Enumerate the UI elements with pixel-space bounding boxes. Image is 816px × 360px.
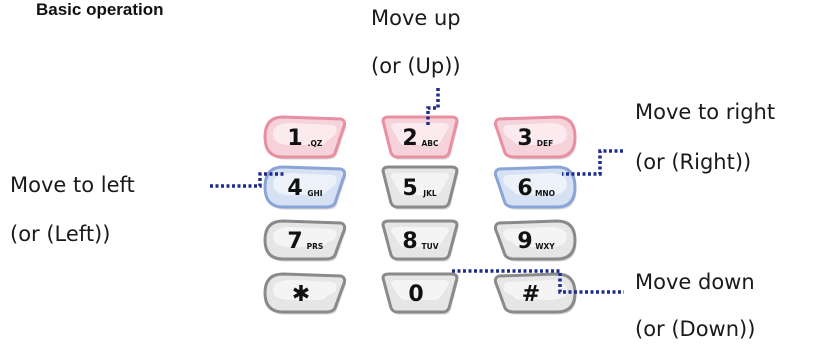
- key-letters-label: JKL: [422, 189, 437, 198]
- key-highlight: [273, 123, 337, 145]
- key-highlight: [503, 173, 567, 195]
- key-1: 1 .QZ: [263, 115, 347, 160]
- right-leader-line: [562, 149, 623, 176]
- down-leader-line: [452, 269, 624, 294]
- move-down-label: Move down: [635, 270, 755, 294]
- move-right-label: Move to right: [635, 100, 776, 124]
- key-main-label: 3: [517, 126, 532, 151]
- key-main-label: 2: [402, 126, 417, 151]
- key-main-label: #: [522, 282, 540, 307]
- key-0: 0: [381, 272, 459, 315]
- key-main-label: ✱: [292, 282, 310, 307]
- key-highlight: [503, 123, 567, 145]
- move-up-key-label: (or (Up)): [371, 54, 461, 78]
- key-main-label: 7: [287, 229, 302, 254]
- key-letters-label: GHI: [307, 189, 322, 198]
- key-main-label: 9: [517, 229, 532, 254]
- key-main-label: 1: [287, 126, 302, 151]
- move-right-key-label: (or (Right)): [635, 150, 752, 174]
- key-star: ✱: [263, 272, 347, 315]
- key-highlight: [273, 173, 337, 195]
- key-letters-label: TUV: [421, 242, 438, 251]
- left-leader-line: [210, 172, 284, 188]
- key-main-label: 0: [408, 282, 423, 307]
- move-down-key-label: (or (Down)): [635, 317, 756, 341]
- diagram-title: Basic operation: [36, 0, 164, 19]
- key-main-label: 4: [287, 176, 302, 201]
- key-highlight: [273, 227, 337, 247]
- move-up-label: Move up: [371, 6, 461, 30]
- key-main-label: 6: [517, 176, 532, 201]
- key-highlight: [391, 123, 449, 145]
- key-main-label: 5: [402, 176, 417, 201]
- move-left-key-label: (or (Left)): [10, 222, 111, 246]
- key-letters-label: DEF: [537, 139, 553, 148]
- key-letters-label: PRS: [307, 242, 324, 251]
- key-letters-label: WXY: [535, 242, 555, 251]
- key-letters-label: MNO: [535, 189, 555, 198]
- move-left-label: Move to left: [10, 173, 135, 197]
- key-highlight: [503, 227, 567, 247]
- up-leader-line: [426, 88, 440, 126]
- key-hash: #: [493, 272, 577, 315]
- key-highlight: [273, 280, 337, 300]
- key-main-label: 8: [402, 229, 417, 254]
- key-letters-label: .QZ: [308, 139, 323, 148]
- key-highlight: [391, 227, 449, 247]
- key-highlight: [391, 173, 449, 195]
- key-highlight: [503, 280, 567, 300]
- key-highlight: [391, 280, 449, 300]
- leader-lines: [210, 88, 624, 294]
- key-letters-label: ABC: [421, 139, 439, 148]
